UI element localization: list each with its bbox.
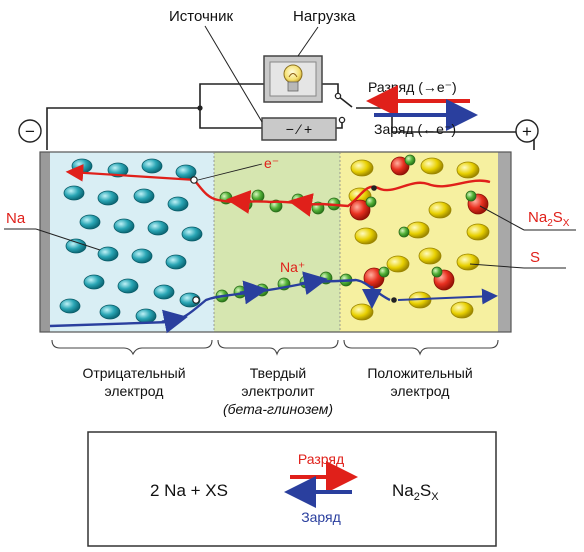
switch-contact-top — [334, 92, 342, 100]
discharge-arrow-mid-2 — [226, 190, 252, 214]
electron-to-terminal-path — [65, 164, 197, 182]
charge-arrow-mid-1 — [239, 280, 268, 305]
electron-leader — [197, 163, 263, 181]
positive-electrode-caption-2: электрод — [391, 383, 450, 399]
right-current-collector — [498, 152, 511, 332]
source-label: Источник — [169, 8, 233, 25]
equation-right: Na2SX — [392, 481, 439, 503]
zone-braces — [51, 339, 499, 356]
electrolyte-caption-3: (бета-глинозем) — [223, 401, 333, 417]
electron-node — [190, 176, 198, 184]
source-switch-symbols: − ⁄ + — [286, 121, 312, 137]
polysulfide-leader — [479, 205, 525, 231]
polysulfide-pairs — [349, 154, 489, 291]
source-box — [261, 117, 337, 141]
left-current-collector — [40, 152, 50, 332]
sulfur-leader — [469, 263, 525, 269]
charge-arrow-mid-3 — [161, 309, 188, 334]
source-leader — [204, 25, 263, 123]
positive-terminal-sign: + — [522, 122, 532, 141]
electrolyte-caption-1: Твердый — [250, 365, 307, 381]
negative-electrode-caption-2: электрод — [105, 383, 164, 399]
bulb-icon — [283, 64, 303, 84]
positive-electrode-caption-1: Положительный — [367, 365, 472, 381]
switch-contact-bottom — [338, 116, 346, 124]
positive-terminal — [515, 119, 539, 143]
sodium-atoms — [59, 158, 203, 324]
charge-arrow-out — [397, 288, 498, 305]
charge-arrow-mid-2 — [299, 271, 328, 296]
load-lamp — [263, 55, 323, 103]
equation-discharge-label: Разряд — [298, 451, 344, 467]
equation-left: 2 Na + XS — [150, 481, 228, 500]
equation-charge-label: Заряд — [301, 509, 341, 525]
discharge-electron-path — [193, 179, 491, 208]
negative-terminal — [18, 119, 42, 143]
electrolyte-zone — [214, 152, 340, 332]
negative-electrode-caption-1: Отрицательный — [82, 365, 185, 381]
load-leader — [297, 26, 319, 57]
sodium-leader — [35, 228, 101, 251]
discharge-arrow-mid-1 — [288, 193, 314, 217]
charge-node-right — [391, 297, 397, 303]
charge-label: Заряд (←e⁻) — [374, 121, 456, 137]
electron-node-right — [371, 185, 377, 191]
charge-node — [192, 296, 200, 304]
electrolyte-caption-2: электролит — [241, 383, 315, 399]
negative-terminal-sign: − — [25, 122, 35, 141]
sodium-ion-label: Na⁺ — [280, 259, 305, 275]
circuit-node-left — [197, 105, 203, 111]
discharge-label: Разряд (→e⁻) — [368, 79, 457, 95]
polysulfide-label: Na2SX — [528, 209, 570, 229]
load-label: Нагрузка — [293, 8, 356, 25]
sulfur-label: S — [530, 249, 540, 266]
sodium-label: Na — [6, 210, 26, 227]
electron-label: e⁻ — [264, 155, 279, 171]
